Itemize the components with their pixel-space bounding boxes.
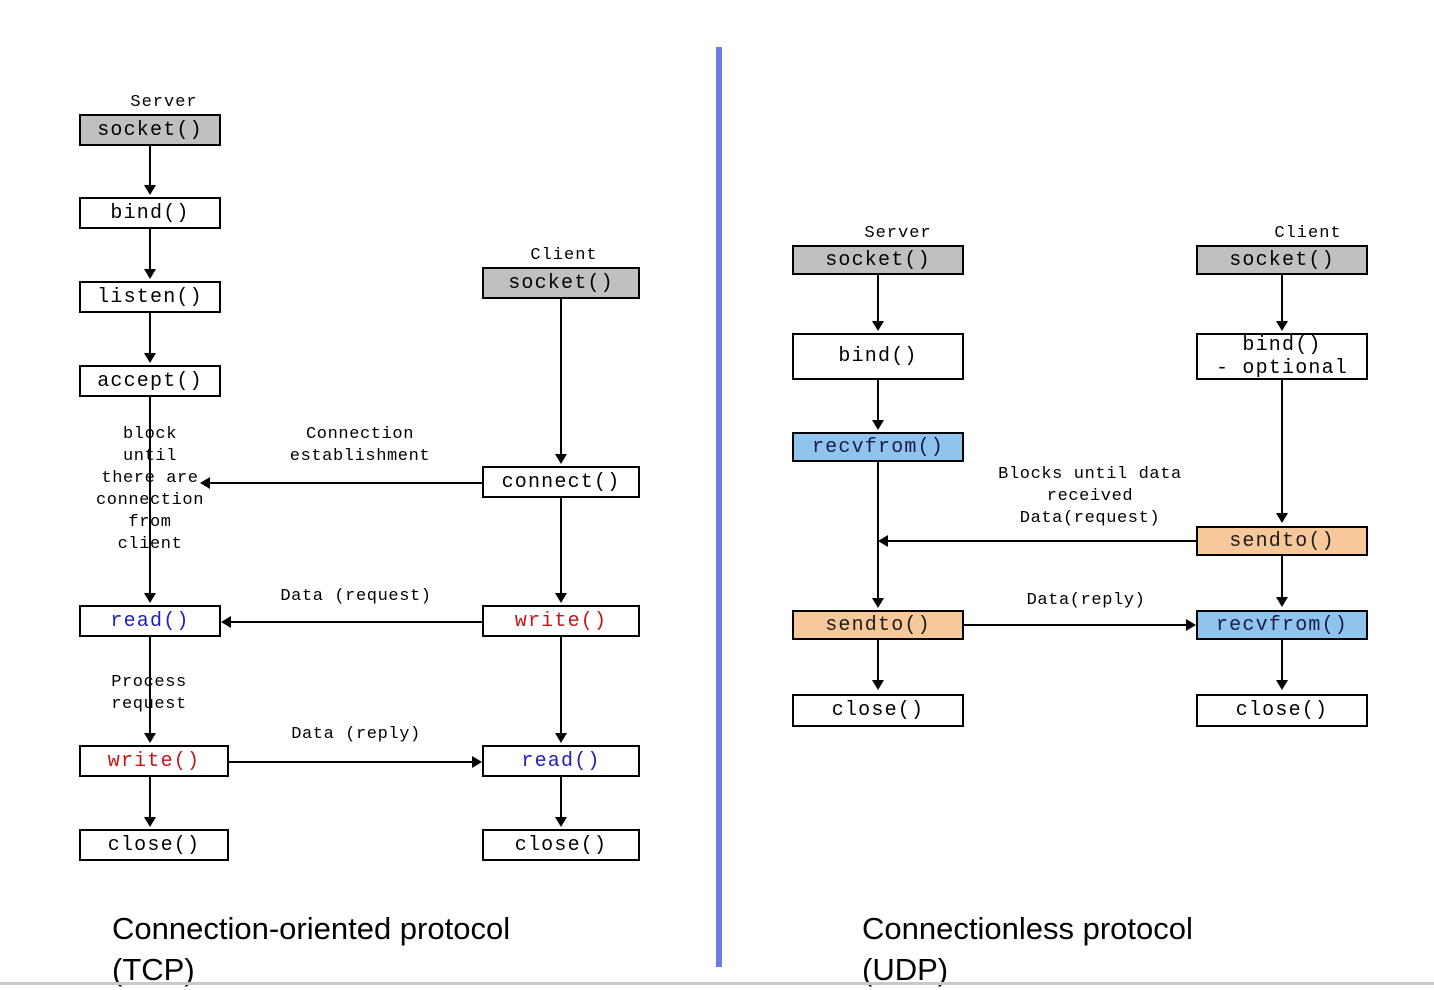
tcp-server-read-label: read() [110, 609, 190, 633]
udp-server-recvfrom-node[interactable]: recvfrom() [792, 432, 964, 462]
tcp-arrow-accept-read [149, 397, 151, 595]
udp-arrowhead-client-recvfrom-close [1276, 680, 1288, 690]
tcp-server-socket-node[interactable]: socket() [79, 114, 221, 146]
udp-arrowhead-server-recvfrom-sendto [872, 598, 884, 608]
udp-server-socket-node[interactable]: socket() [792, 245, 964, 275]
tcp-data-reply-label: Data (reply) [291, 725, 421, 744]
tcp-diagram-panel: Server Client socket() bind() listen() a… [34, 84, 664, 874]
udp-server-column-label: Server [864, 224, 932, 243]
udp-blocks-note: Blocks until data received Data(request) [998, 465, 1182, 528]
tcp-arrowhead-client-write-read [555, 733, 567, 743]
tcp-arrow-bind-listen [149, 229, 151, 271]
udp-diagram-panel: Server Client socket() bind() recvfrom()… [778, 216, 1378, 736]
udp-server-sendto-node[interactable]: sendto() [792, 610, 964, 640]
udp-arrowhead-server-socket-bind [872, 321, 884, 331]
tcp-arrowhead-bind-listen [144, 269, 156, 279]
udp-server-bind-node[interactable]: bind() [792, 333, 964, 380]
udp-arrowhead-client-socket-bind [1276, 321, 1288, 331]
tcp-arrow-client-connect-write [560, 498, 562, 595]
tcp-arrowhead-client-socket-connect [555, 454, 567, 464]
udp-arrowhead-data-request [878, 535, 888, 547]
tcp-arrow-write-close [149, 777, 151, 819]
udp-arrow-server-bind-recvfrom [877, 380, 879, 422]
tcp-arrow-client-write-read [560, 637, 562, 735]
tcp-server-write-label: write() [107, 749, 201, 773]
tcp-client-read-node[interactable]: read() [482, 745, 640, 777]
tcp-arrow-connection-establishment [208, 482, 482, 484]
udp-arrow-data-request [886, 540, 1196, 542]
tcp-client-read-label: read() [521, 749, 601, 773]
tcp-arrow-data-reply [229, 761, 474, 763]
tcp-process-note: Process request [111, 673, 187, 714]
tcp-arrowhead-write-close [144, 817, 156, 827]
tcp-arrowhead-listen-accept [144, 353, 156, 363]
tcp-arrowhead-socket-bind [144, 185, 156, 195]
tcp-client-write-label: write() [514, 609, 608, 633]
udp-server-close-node[interactable]: close() [792, 694, 964, 727]
udp-client-socket-node[interactable]: socket() [1196, 245, 1368, 275]
tcp-block-note: block until there are connection from cl… [95, 425, 205, 554]
udp-arrowhead-server-bind-recvfrom [872, 420, 884, 430]
tcp-server-bind-node[interactable]: bind() [79, 197, 221, 229]
tcp-server-read-node[interactable]: read() [79, 605, 221, 637]
tcp-arrow-data-request [229, 621, 482, 623]
tcp-arrowhead-client-read-close [555, 817, 567, 827]
tcp-arrow-client-read-close [560, 777, 562, 819]
vertical-divider [716, 47, 722, 967]
tcp-arrow-socket-bind [149, 146, 151, 187]
udp-client-recvfrom-node[interactable]: recvfrom() [1196, 610, 1368, 640]
udp-arrow-client-sendto-recvfrom [1281, 556, 1283, 598]
udp-data-reply-label: Data(reply) [1026, 591, 1146, 610]
udp-arrowhead-server-sendto-close [872, 680, 884, 690]
tcp-arrowhead-connection-establishment [200, 477, 210, 489]
tcp-server-close-node[interactable]: close() [79, 829, 229, 861]
udp-arrow-server-recvfrom-sendto [877, 462, 879, 600]
udp-arrow-server-socket-bind [877, 275, 879, 322]
udp-client-bind-node[interactable]: bind() - optional [1196, 333, 1368, 380]
tcp-client-socket-node[interactable]: socket() [482, 267, 640, 299]
tcp-server-accept-node[interactable]: accept() [79, 365, 221, 397]
footer-rule [0, 982, 1434, 985]
tcp-client-connect-node[interactable]: connect() [482, 466, 640, 498]
tcp-connection-establishment-label: Connection establishment [289, 425, 431, 466]
tcp-arrow-listen-accept [149, 313, 151, 355]
udp-arrow-client-bind-sendto [1281, 380, 1283, 514]
udp-client-close-node[interactable]: close() [1196, 694, 1368, 727]
udp-client-column-label: Client [1274, 224, 1342, 243]
tcp-arrow-client-socket-connect [560, 299, 562, 456]
tcp-client-column-label: Client [530, 246, 598, 265]
tcp-arrowhead-data-reply [472, 756, 482, 768]
udp-arrowhead-client-bind-sendto [1276, 513, 1288, 523]
udp-arrow-client-socket-bind [1281, 275, 1283, 322]
tcp-arrowhead-data-request [221, 616, 231, 628]
tcp-client-write-node[interactable]: write() [482, 605, 640, 637]
tcp-arrowhead-read-write [144, 733, 156, 743]
tcp-arrowhead-accept-read [144, 593, 156, 603]
udp-caption: Connectionless protocol (UDP) [862, 911, 1193, 987]
udp-arrowhead-client-sendto-recvfrom [1276, 597, 1288, 607]
udp-client-sendto-node[interactable]: sendto() [1196, 526, 1368, 556]
tcp-caption: Connection-oriented protocol (TCP) [112, 911, 511, 987]
tcp-server-write-node[interactable]: write() [79, 745, 229, 777]
tcp-server-column-label: Server [130, 93, 198, 112]
udp-arrow-server-sendto-close [877, 640, 879, 682]
udp-arrow-client-recvfrom-close [1281, 640, 1283, 682]
tcp-arrow-read-write [149, 637, 151, 735]
udp-arrow-data-reply [964, 624, 1188, 626]
tcp-client-close-node[interactable]: close() [482, 829, 640, 861]
tcp-arrowhead-client-connect-write [555, 593, 567, 603]
tcp-data-request-label: Data (request) [280, 587, 432, 606]
udp-arrowhead-data-reply [1186, 619, 1196, 631]
tcp-server-listen-node[interactable]: listen() [79, 281, 221, 313]
